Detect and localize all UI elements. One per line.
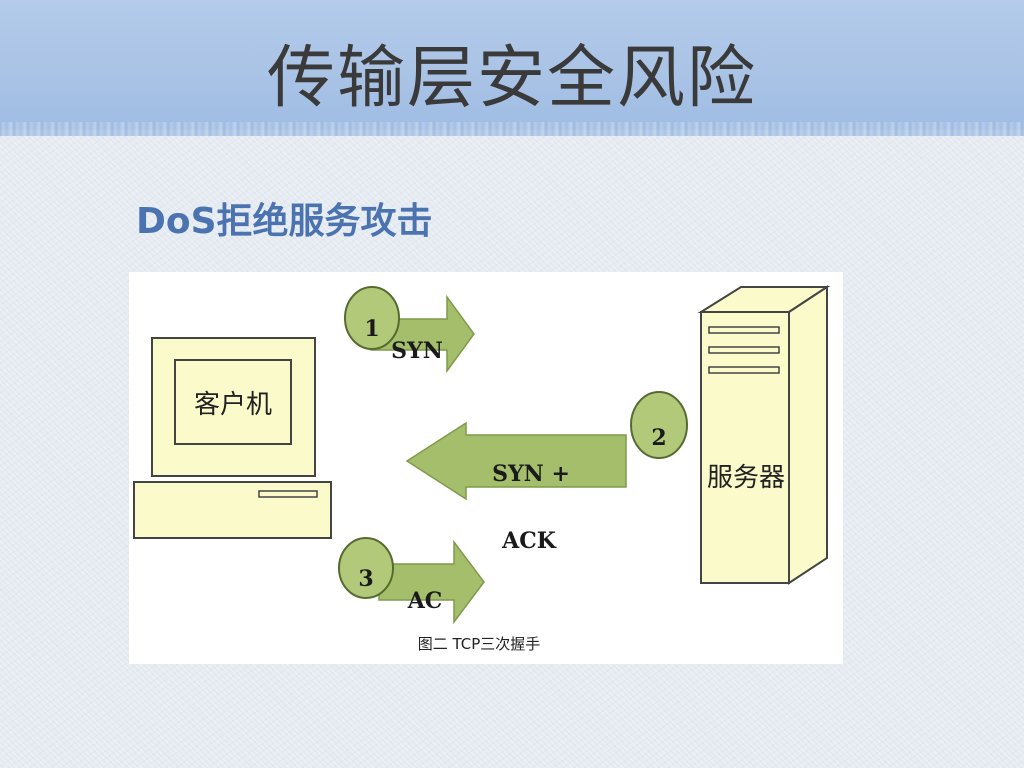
server-side	[788, 285, 828, 585]
client-computer: 客户机	[133, 337, 332, 539]
client-screen	[174, 359, 292, 445]
server-tower: 服务器	[697, 285, 831, 585]
client-drive-slot	[258, 490, 318, 498]
ack-arrow	[378, 539, 485, 625]
step-2-label: SYN +	[492, 461, 570, 487]
syn-ack-arrow	[405, 421, 627, 501]
step-1-number: 1	[364, 316, 379, 342]
step-3-number: 3	[358, 566, 373, 592]
step-3-label: AC	[407, 588, 443, 614]
server-front	[700, 311, 790, 584]
step-3-ack: 3 AC	[338, 537, 485, 625]
server-label: 服务器	[707, 463, 785, 493]
client-label: 客户机	[194, 390, 272, 420]
server-bay-1	[708, 326, 780, 334]
title-band-edge	[0, 122, 1024, 136]
handshake-diagram: 客户机 服务器 1 SYN 2 SYN + ACK	[133, 285, 831, 653]
server-bay-3	[708, 366, 780, 374]
step-2-circle	[630, 391, 688, 459]
slide-subtitle: DoS拒绝服务攻击	[136, 201, 433, 242]
syn-arrow	[370, 294, 475, 374]
step-2-number: 2	[651, 425, 666, 451]
step-1-label: SYN	[391, 338, 443, 364]
slide-title: 传输层安全风险	[266, 39, 757, 118]
server-bay-2	[708, 346, 780, 354]
step-1-syn: 1 SYN	[344, 286, 475, 374]
step-2-label-ack: ACK	[501, 528, 557, 554]
step-2-syn-ack: 2 SYN + ACK	[405, 391, 688, 554]
step-3-circle	[338, 537, 394, 599]
figure-caption: 图二 TCP三次握手	[418, 635, 541, 653]
step-1-circle	[344, 286, 400, 350]
title-band	[0, 0, 1024, 130]
tcp-handshake-figure: 客户机 服务器 1 SYN 2 SYN + ACK	[129, 272, 843, 664]
